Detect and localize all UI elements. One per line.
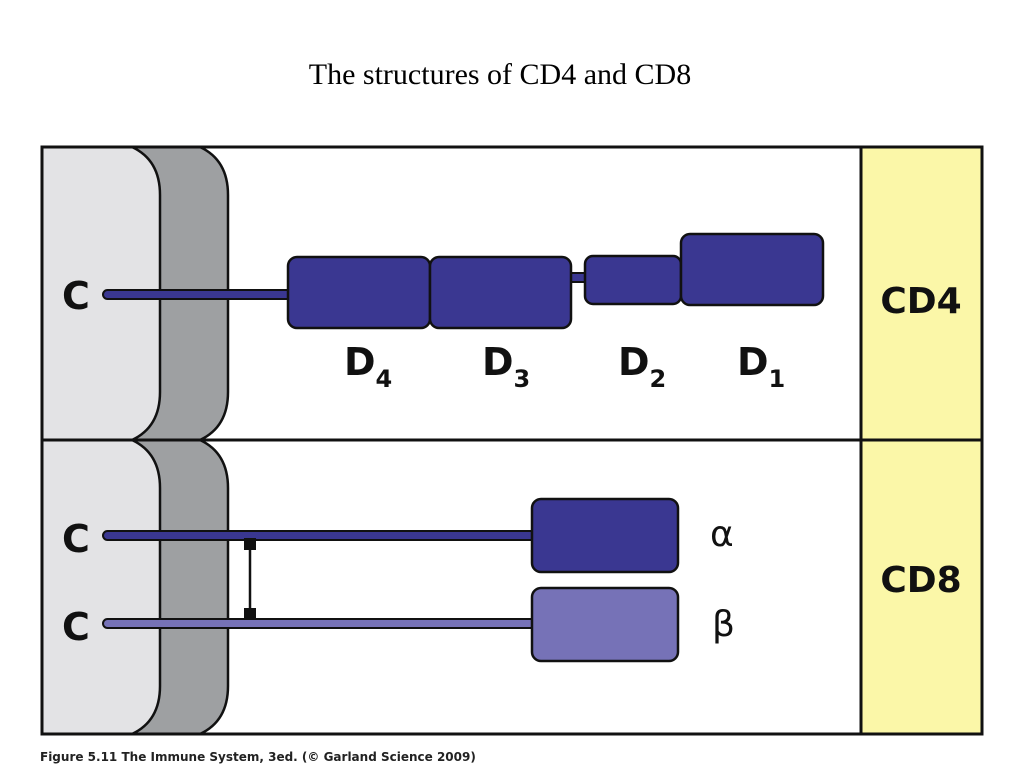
cd8-label: CD8: [880, 560, 961, 601]
cd4-side-panel: [861, 147, 982, 440]
cd4-domain-d2-label: D2: [618, 340, 666, 393]
cd4-domain-d2-letter: D: [618, 340, 650, 384]
cd4-domain-d1-label: D1: [737, 340, 785, 393]
cd8-beta-c-terminus-label: C: [62, 605, 90, 649]
cd8-membrane: [40, 438, 230, 736]
cd4-domain-d4-label: D4: [344, 340, 392, 393]
cd4-domain-d3-letter: D: [482, 340, 514, 384]
cd4-domain-d2: [583, 254, 683, 306]
cd4-domain-d3-subscript: 3: [514, 365, 531, 393]
cd4-membrane-outer-layer: [40, 145, 162, 442]
cd8-membrane-outer-layer: [40, 438, 162, 736]
cd8-beta-chain-label: β: [712, 604, 735, 645]
cd4-domain-d1: [679, 232, 825, 307]
cd8-alpha-domain: [530, 497, 680, 574]
cd4-domain-d3: [428, 255, 573, 330]
cd8-beta-domain: [530, 586, 680, 663]
cd8-alpha-c-terminus-label: C: [62, 517, 90, 561]
cd4-domain-d1-subscript: 1: [769, 365, 786, 393]
cd4-domain-d3-label: D3: [482, 340, 530, 393]
cd4-domain-d2-subscript: 2: [650, 365, 667, 393]
cd8-alpha-chain-label: α: [710, 514, 734, 555]
cd8-side-panel: [861, 440, 982, 734]
cd8-alpha-stalk: [102, 530, 536, 541]
cd4-domain-d4-letter: D: [344, 340, 376, 384]
cd4-label: CD4: [880, 281, 961, 322]
cd4-molecule: [102, 232, 825, 330]
slide-title: The structures of CD4 and CD8: [308, 58, 692, 91]
cd4-domain-d4: [286, 255, 432, 330]
cd8-molecule: [102, 497, 680, 663]
cd4-domain-d4-subscript: 4: [376, 365, 393, 393]
cd4-c-terminus-label: C: [62, 274, 90, 318]
cd4-stalk: [102, 289, 296, 300]
disulfide-bond-top-cap: [244, 538, 256, 550]
figure-caption: Figure 5.11 The Immune System, 3ed. (© G…: [40, 750, 476, 764]
cd8-beta-stalk: [102, 618, 536, 629]
cd4-domain-d1-letter: D: [737, 340, 769, 384]
disulfide-bond-bottom-cap: [244, 608, 256, 620]
